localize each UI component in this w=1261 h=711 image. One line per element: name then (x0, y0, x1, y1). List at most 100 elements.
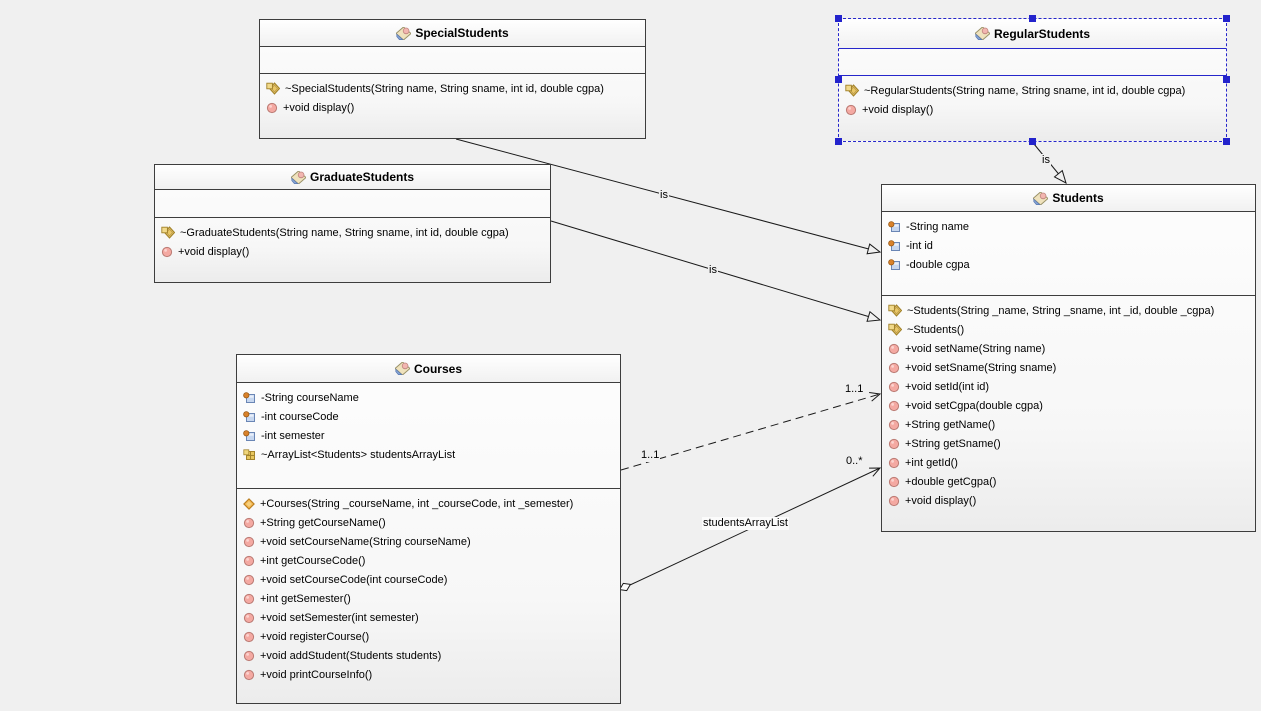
selection-handle-e[interactable] (1223, 76, 1230, 83)
method-public-icon (888, 457, 900, 469)
member-text: +void registerCourse() (260, 630, 370, 643)
selection-handle-s[interactable] (1028, 138, 1036, 145)
member-text: +void setCgpa(double cgpa) (905, 399, 1043, 412)
member-text: -int id (906, 239, 933, 252)
selection-handle-ne[interactable] (1223, 15, 1230, 22)
edge-label-mult-students-0n[interactable]: 0..* (845, 455, 864, 468)
member-row[interactable]: +int getSemester() (237, 589, 620, 608)
member-row[interactable]: +void setCourseName(String courseName) (237, 532, 620, 551)
edge-label-is-regular[interactable]: is (1041, 154, 1051, 167)
class-name: RegularStudents (993, 26, 1090, 41)
member-row[interactable]: +void display() (839, 100, 1226, 119)
class-icon (396, 26, 412, 40)
selection-handle-se[interactable] (1223, 138, 1230, 145)
field-private-icon (888, 239, 901, 252)
member-row[interactable]: ~ArrayList<Students> studentsArrayList (237, 445, 620, 464)
member-row[interactable]: +int getId() (882, 453, 1255, 472)
class-box-graduatestudents[interactable]: GraduateStudents ~GraduateStudents(String… (154, 164, 551, 283)
member-row[interactable]: -int semester (237, 426, 620, 445)
member-text: ~Students() (907, 323, 965, 336)
method-public-icon (243, 517, 255, 529)
member-text: +void display() (862, 103, 934, 116)
member-row[interactable]: -String courseName (237, 388, 620, 407)
member-text: -int semester (261, 429, 325, 442)
member-row[interactable]: +void setCgpa(double cgpa) (882, 396, 1255, 415)
member-row[interactable]: ~Students(String _name, String _sname, i… (882, 301, 1255, 320)
edge-label-mult-students-11[interactable]: 1..1 (844, 383, 865, 396)
class-box-courses[interactable]: Courses -String courseName-int courseCode… (236, 354, 621, 704)
selection-handle-nw[interactable] (835, 15, 842, 22)
member-row[interactable]: ~SpecialStudents(String name, String sna… (260, 79, 645, 98)
member-row[interactable]: +void display() (882, 491, 1255, 510)
fields-section (839, 49, 1226, 76)
member-row[interactable]: +void setId(int id) (882, 377, 1255, 396)
method-public-icon (266, 102, 278, 114)
method-public-icon (888, 419, 900, 431)
member-row[interactable]: ~RegularStudents(String name, String sna… (839, 81, 1226, 100)
member-row[interactable]: ~GraduateStudents(String name, String sn… (155, 223, 550, 242)
class-box-students[interactable]: Students -String name -int id -double cgpa ~… (881, 184, 1256, 532)
class-icon (290, 170, 306, 184)
member-row[interactable]: +void setName(String name) (882, 339, 1255, 358)
class-header[interactable]: GraduateStudents (155, 165, 550, 190)
class-name: SpecialStudents (415, 26, 509, 40)
class-header[interactable]: RegularStudents (839, 19, 1226, 49)
selection-handle-w[interactable] (835, 76, 842, 83)
member-row[interactable]: +void setCourseCode(int courseCode) (237, 570, 620, 589)
selection-handle-sw[interactable] (835, 138, 842, 145)
member-text: +void setCourseCode(int courseCode) (260, 573, 448, 586)
member-row[interactable]: -double cgpa (882, 255, 1255, 274)
member-text: +String getCourseName() (260, 516, 386, 529)
edge-label-is-special[interactable]: is (659, 189, 669, 202)
selection-handle-n[interactable] (1028, 15, 1036, 22)
member-row[interactable]: +String getName() (882, 415, 1255, 434)
methods-section: +Courses(String _courseName, int _course… (237, 489, 620, 684)
member-row[interactable]: -int courseCode (237, 407, 620, 426)
class-header[interactable]: Students (882, 185, 1255, 212)
class-header[interactable]: Courses (237, 355, 620, 383)
member-row[interactable]: +void registerCourse() (237, 627, 620, 646)
member-row[interactable]: +int getCourseCode() (237, 551, 620, 570)
edge-label-assoc-name[interactable]: studentsArrayList (702, 517, 789, 530)
member-text: ~GraduateStudents(String name, String sn… (180, 226, 509, 239)
member-text: +void setSname(String sname) (905, 361, 1057, 374)
method-public-icon (243, 612, 255, 624)
constructor-package-icon (845, 84, 859, 97)
class-name: Students (1052, 191, 1104, 205)
member-row[interactable]: +String getCourseName() (237, 513, 620, 532)
member-row[interactable]: +void setSname(String sname) (882, 358, 1255, 377)
constructor-package-icon (888, 304, 902, 317)
member-row[interactable]: +double getCgpa() (882, 472, 1255, 491)
methods-section: ~SpecialStudents(String name, String sna… (260, 74, 645, 117)
member-text: -double cgpa (906, 258, 970, 271)
member-row[interactable]: +void display() (260, 98, 645, 117)
member-row[interactable]: -String name (882, 217, 1255, 236)
edge-label-is-graduate[interactable]: is (708, 264, 718, 277)
member-text: +Courses(String _courseName, int _course… (260, 497, 574, 510)
fields-section: -String name -int id -double cgpa (882, 212, 1255, 296)
class-box-specialstudents[interactable]: SpecialStudents ~SpecialStudents(String n… (259, 19, 646, 139)
member-row[interactable]: +void setSemester(int semester) (237, 608, 620, 627)
member-text: +String getName() (905, 418, 996, 431)
member-row[interactable]: -int id (882, 236, 1255, 255)
member-row[interactable]: +String getSname() (882, 434, 1255, 453)
member-text: +void display() (283, 101, 355, 114)
member-row[interactable]: +void display() (155, 242, 550, 261)
method-public-icon (243, 631, 255, 643)
member-row[interactable]: +Courses(String _courseName, int _course… (237, 494, 620, 513)
member-text: ~RegularStudents(String name, String sna… (864, 84, 1186, 97)
field-package-icon (243, 448, 256, 461)
member-row[interactable]: +void printCourseInfo() (237, 665, 620, 684)
member-text: +String getSname() (905, 437, 1001, 450)
member-text: +int getSemester() (260, 592, 351, 605)
class-header[interactable]: SpecialStudents (260, 20, 645, 47)
edge-label-mult-courses-11[interactable]: 1..1 (640, 449, 661, 462)
method-public-icon (888, 381, 900, 393)
member-row[interactable]: ~Students() (882, 320, 1255, 339)
class-box-regularstudents[interactable]: RegularStudents ~RegularStudents(String n… (835, 15, 1230, 145)
field-private-icon (888, 220, 901, 233)
method-public-icon (243, 593, 255, 605)
member-text: +double getCgpa() (905, 475, 997, 488)
member-row[interactable]: +void addStudent(Students students) (237, 646, 620, 665)
